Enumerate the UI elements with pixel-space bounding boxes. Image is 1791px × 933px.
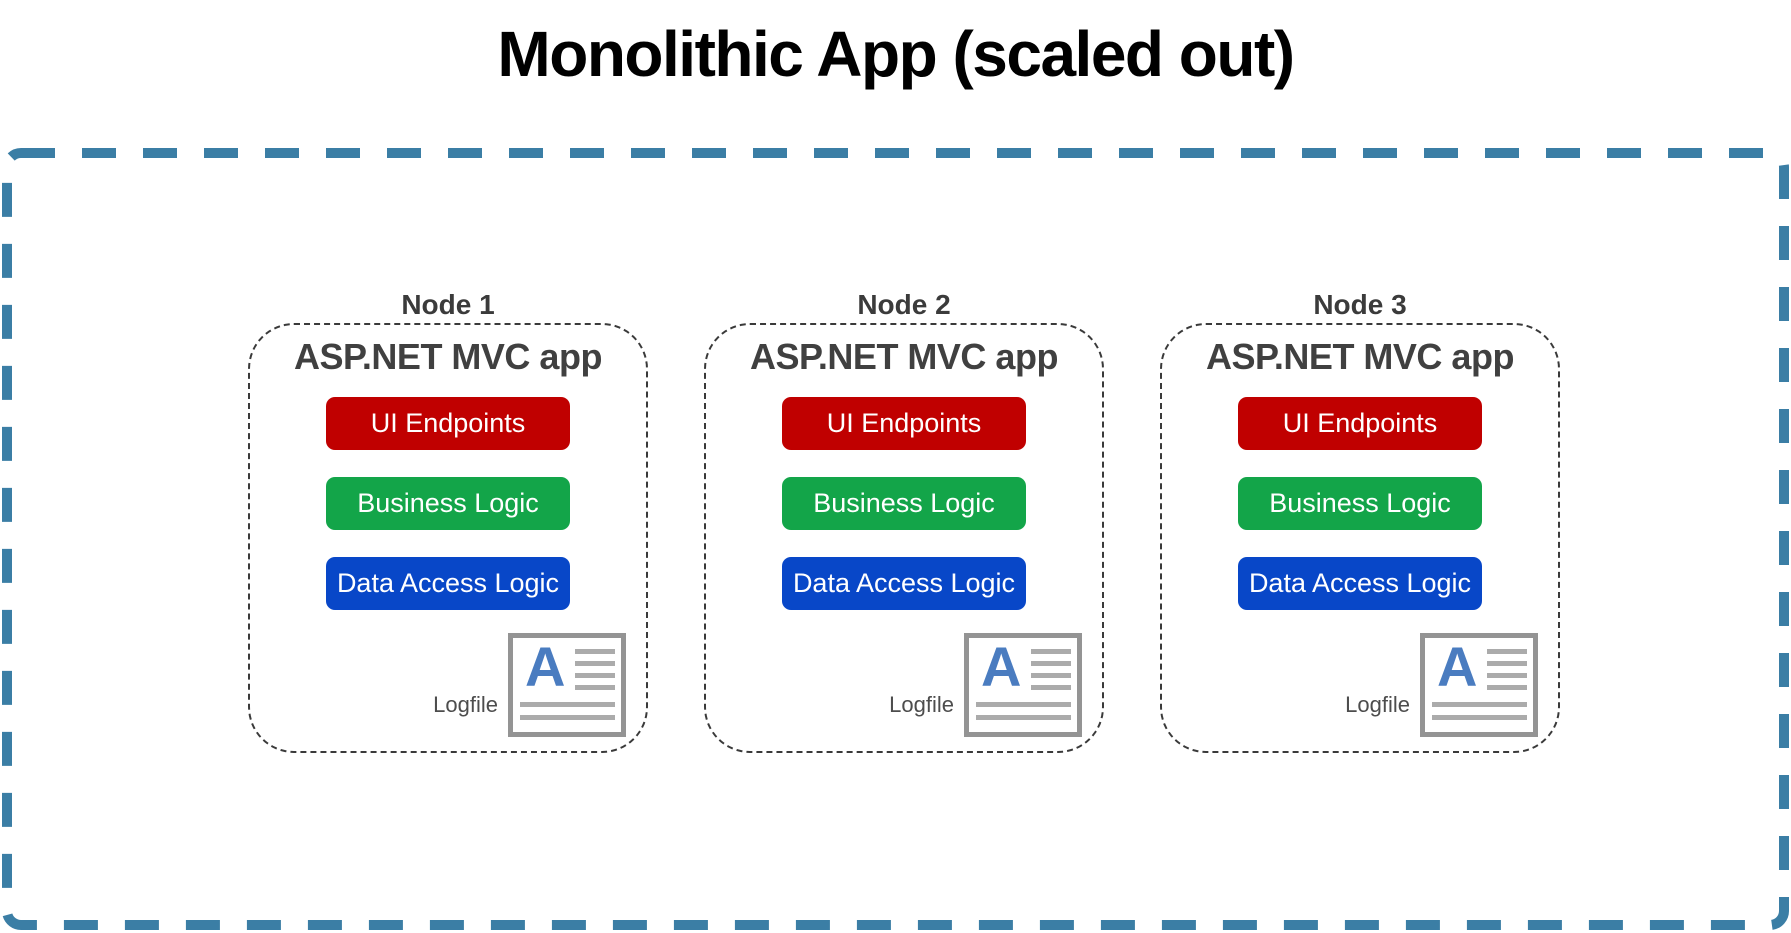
icon-text-line <box>520 715 615 720</box>
app-title: ASP.NET MVC app <box>750 336 1058 377</box>
business-logic-block: Business Logic <box>1238 477 1482 530</box>
node-label: Node 3 <box>1313 289 1407 320</box>
data-access-logic-block: Data Access Logic <box>782 557 1026 610</box>
logfile-icon: A <box>508 633 626 737</box>
icon-text-line <box>1031 673 1071 678</box>
logfile-icon-letter: A <box>525 635 566 698</box>
asp-net-mvc-app-box: ASP.NET MVC app UI Endpoints Business Lo… <box>248 323 648 753</box>
icon-text-line <box>1432 702 1527 707</box>
icon-text-line <box>520 702 615 707</box>
business-logic-block: Business Logic <box>782 477 1026 530</box>
logfile-label: Logfile <box>433 692 498 717</box>
logfile-icon-letter: A <box>1437 635 1478 698</box>
icon-text-line <box>1031 661 1071 666</box>
asp-net-mvc-app-box: ASP.NET MVC app UI Endpoints Business Lo… <box>1160 323 1560 753</box>
logfile-icon: A <box>1420 633 1538 737</box>
icon-text-line <box>1031 685 1071 690</box>
app-title: ASP.NET MVC app <box>294 336 602 377</box>
nodes-row: Node 1 ASP.NET MVC app UI Endpoints Busi… <box>248 289 1560 753</box>
node-label: Node 1 <box>401 289 495 320</box>
data-access-logic-block: Data Access Logic <box>1238 557 1482 610</box>
icon-text-line <box>575 661 615 666</box>
icon-text-line <box>976 715 1071 720</box>
data-access-logic-block: Data Access Logic <box>326 557 570 610</box>
asp-net-mvc-app-box: ASP.NET MVC app UI Endpoints Business Lo… <box>704 323 1104 753</box>
ui-endpoints-block: UI Endpoints <box>782 397 1026 450</box>
icon-text-line <box>976 702 1071 707</box>
icon-text-line <box>1432 715 1527 720</box>
page-title: Monolithic App (scaled out) <box>497 18 1295 90</box>
icon-text-line <box>575 685 615 690</box>
logfile-group: Logfile A <box>1345 633 1538 737</box>
icon-text-line <box>575 649 615 654</box>
logfile-label: Logfile <box>1345 692 1410 717</box>
logfile-icon: A <box>964 633 1082 737</box>
icon-text-line <box>1487 673 1527 678</box>
node-1: Node 1 ASP.NET MVC app UI Endpoints Busi… <box>248 289 648 753</box>
node-2: Node 2 ASP.NET MVC app UI Endpoints Busi… <box>704 289 1104 753</box>
icon-text-line <box>1487 685 1527 690</box>
business-logic-block: Business Logic <box>326 477 570 530</box>
icon-text-line <box>1487 661 1527 666</box>
ui-endpoints-block: UI Endpoints <box>1238 397 1482 450</box>
logfile-icon-letter: A <box>981 635 1022 698</box>
logfile-group: Logfile A <box>433 633 626 737</box>
icon-text-line <box>575 673 615 678</box>
logfile-label: Logfile <box>889 692 954 717</box>
icon-text-line <box>1031 649 1071 654</box>
node-label: Node 2 <box>857 289 951 320</box>
node-3: Node 3 ASP.NET MVC app UI Endpoints Busi… <box>1160 289 1560 753</box>
ui-endpoints-block: UI Endpoints <box>326 397 570 450</box>
logfile-group: Logfile A <box>889 633 1082 737</box>
icon-text-line <box>1487 649 1527 654</box>
app-title: ASP.NET MVC app <box>1206 336 1514 377</box>
